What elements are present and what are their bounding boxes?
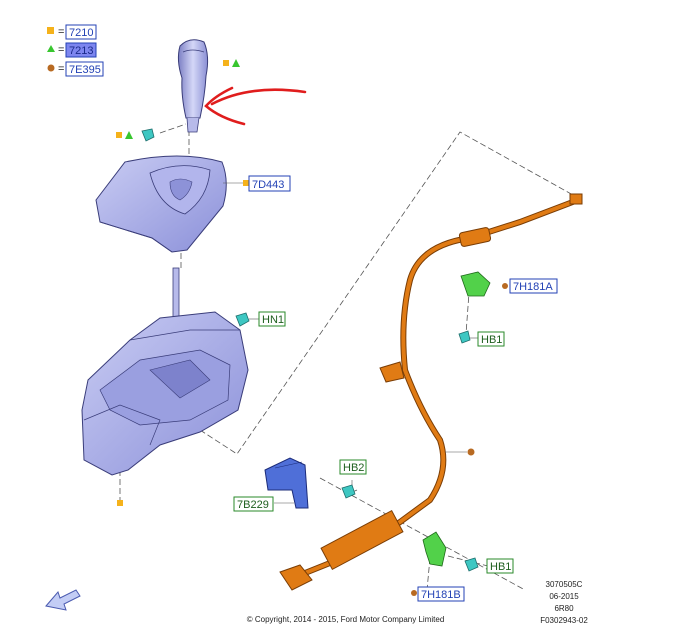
circle-marker-icon — [502, 283, 508, 289]
circle-marker-icon — [467, 448, 475, 456]
knob-screw — [116, 128, 155, 142]
illustration-date: 06-2015 — [549, 592, 579, 601]
callout-label: HB1 — [490, 561, 511, 573]
bolt-icon — [458, 330, 471, 344]
callout-label: 7H181A — [513, 281, 553, 293]
illustration-code: 3070505C — [545, 580, 583, 589]
square-marker-icon — [117, 500, 123, 506]
bolt-hn1: HN1 — [235, 311, 286, 327]
red-annotation-arrow-icon — [204, 86, 307, 126]
legend: = 7210 = 7213 = 7E395 — [47, 24, 104, 77]
svg-text:=: = — [58, 26, 64, 38]
callout-label: 7D443 — [252, 179, 284, 191]
copyright-notice: © Copyright, 2014 - 2015, Ford Motor Com… — [246, 615, 445, 624]
bolt-icon — [341, 484, 356, 499]
gear-knob — [177, 39, 240, 133]
triangle-marker-icon — [232, 59, 240, 67]
legend-item-7E395: = 7E395 — [47, 61, 104, 77]
svg-text:=: = — [58, 63, 64, 75]
legend-item-7213: = 7213 — [47, 42, 97, 58]
bracket-7B229: 7B229 — [233, 457, 309, 512]
bolt-icon — [235, 312, 250, 327]
screw-icon — [141, 128, 155, 142]
legend-code: 7E395 — [69, 64, 101, 76]
bolt-hb1-bottom: HB1 — [464, 557, 514, 574]
bracket-7H181B: 7H181B — [411, 531, 465, 602]
callout-label: 7B229 — [237, 499, 269, 511]
callout-label: 7H181B — [421, 589, 461, 601]
illustration-model: 6R80 — [554, 604, 574, 613]
bracket-7H181A: 7H181A — [460, 271, 558, 297]
callout-label: HB1 — [481, 334, 502, 346]
shifter-assembly — [81, 267, 249, 506]
square-marker-icon — [223, 60, 229, 66]
legend-code: 7210 — [69, 27, 93, 39]
square-marker-icon — [243, 180, 249, 186]
callout-label: HB2 — [343, 462, 364, 474]
callout-label: HN1 — [262, 314, 284, 326]
front-direction-arrow-icon — [45, 589, 81, 611]
svg-text:=: = — [58, 44, 64, 56]
bolt-hb2: HB2 — [339, 459, 367, 499]
bolt-icon — [464, 557, 479, 572]
circle-marker-icon — [411, 590, 417, 596]
callout-7D443: 7D443 — [248, 175, 291, 192]
square-marker-icon — [116, 132, 122, 138]
legend-code: 7213 — [69, 45, 93, 57]
shift-boot-trim — [95, 155, 249, 253]
legend-item-7210: = 7210 — [47, 24, 97, 40]
figure-number: F0302943-02 — [540, 616, 588, 625]
bolt-hb1-top: HB1 — [458, 330, 505, 347]
triangle-marker-icon — [125, 131, 133, 139]
shift-cable — [279, 193, 583, 591]
